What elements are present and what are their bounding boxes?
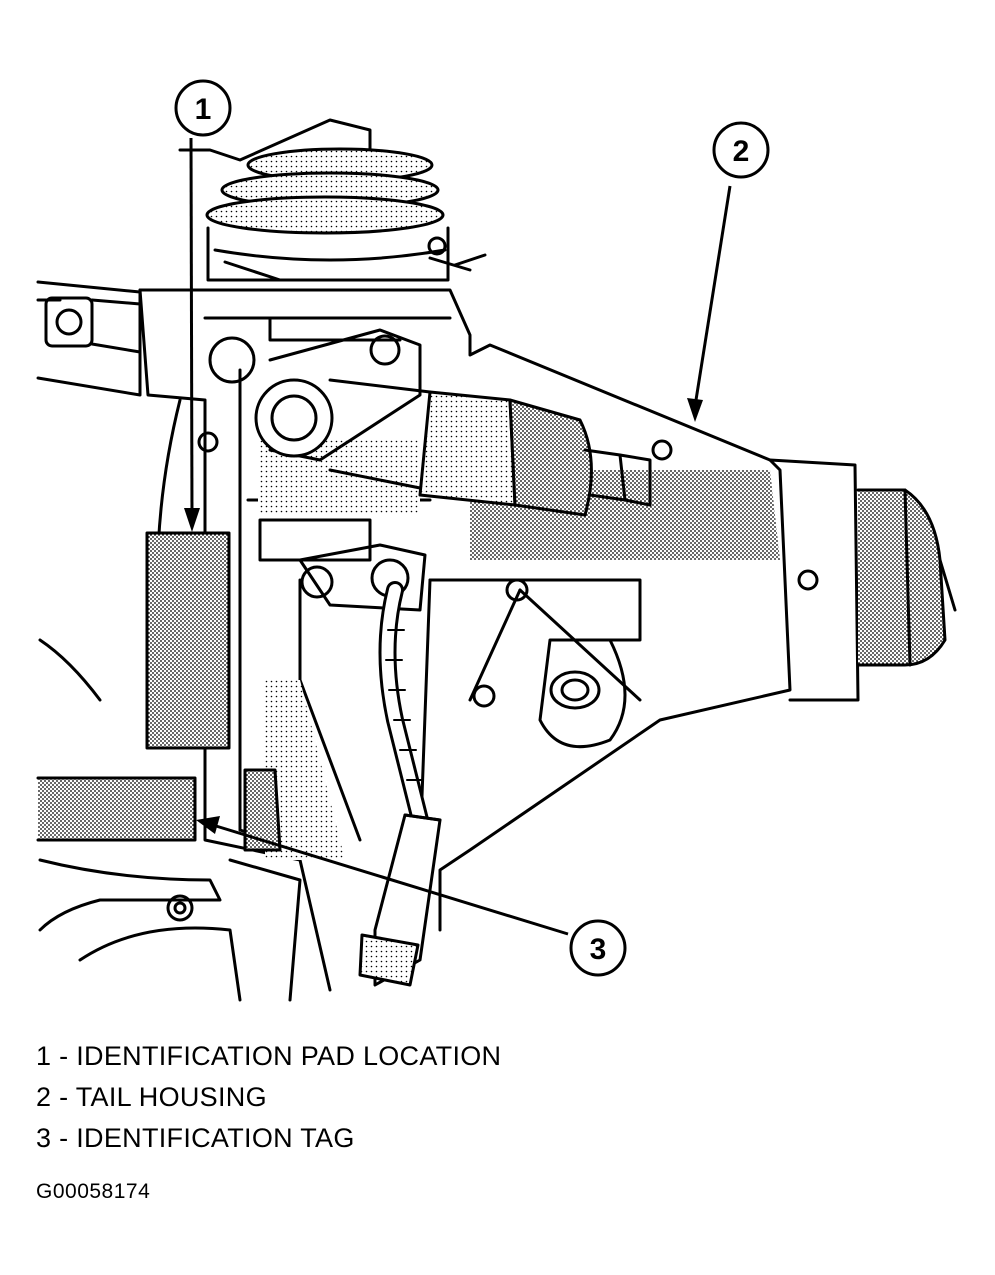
wiring-harness xyxy=(358,581,442,987)
legend-label: IDENTIFICATION TAG xyxy=(76,1123,355,1153)
transmission-diagram: 1 2 3 xyxy=(36,79,957,1002)
legend-label: TAIL HOUSING xyxy=(75,1082,267,1112)
identification-pad xyxy=(145,531,231,750)
legend-number: 3 xyxy=(36,1123,52,1153)
legend: 1 - IDENTIFICATION PAD LOCATION 2 - TAIL… xyxy=(36,1036,501,1159)
shift-boot xyxy=(178,118,487,282)
tail-housing xyxy=(768,458,957,702)
legend-item-1: 1 - IDENTIFICATION PAD LOCATION xyxy=(36,1041,502,1071)
callout-1-leader xyxy=(189,137,194,521)
callout-3: 3 xyxy=(196,816,627,977)
transmission-case xyxy=(138,288,819,992)
legend-item-2: 2 - TAIL HOUSING xyxy=(36,1082,267,1112)
callout-2-leader xyxy=(694,185,732,401)
input-shaft xyxy=(36,280,142,397)
wire-bracket xyxy=(298,543,427,612)
shift-linkage xyxy=(254,328,652,517)
legend-label: IDENTIFICATION PAD LOCATION xyxy=(76,1041,502,1071)
callout-1-number: 1 xyxy=(195,93,212,126)
identification-tag xyxy=(36,776,197,842)
callout-2: 2 xyxy=(687,121,770,422)
callout-2-number: 2 xyxy=(733,135,750,168)
callout-1-arrowhead xyxy=(184,508,200,532)
figure-id: G00058174 xyxy=(36,1180,151,1203)
callout-1: 1 xyxy=(174,79,232,532)
callout-2-arrowhead xyxy=(687,398,703,422)
legend-number: 1 xyxy=(36,1041,52,1071)
legend-item-3: 3 - IDENTIFICATION TAG xyxy=(36,1123,355,1153)
callout-3-number: 3 xyxy=(590,933,607,966)
callout-3-leader xyxy=(215,824,569,936)
legend-number: 2 xyxy=(36,1082,52,1112)
callout-3-arrowhead xyxy=(196,816,220,834)
